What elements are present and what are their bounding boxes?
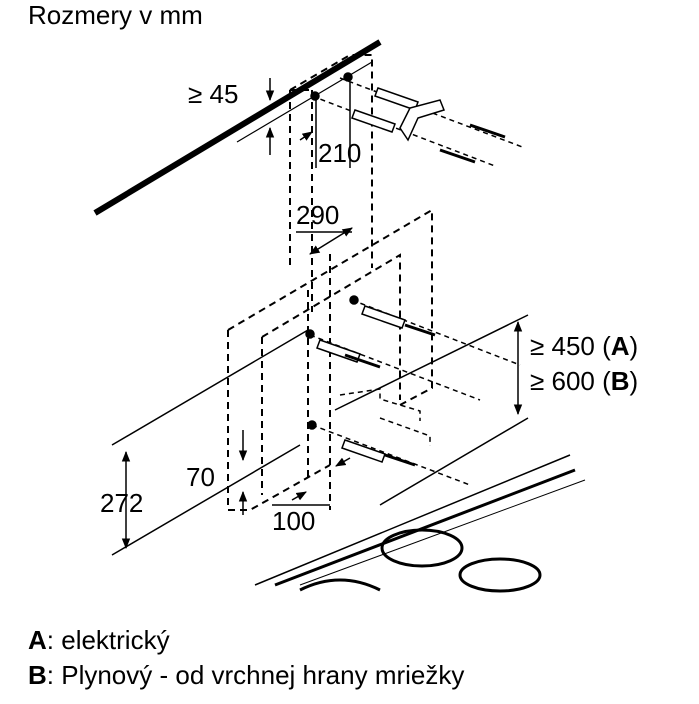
cooktop: [254, 454, 586, 593]
upper-bracket: [310, 72, 526, 167]
burner-ring: [380, 528, 464, 568]
label-clearance-a: ≥ 450 (A): [530, 331, 638, 361]
legend-key-a: A: [28, 625, 47, 655]
burner-ring: [458, 557, 542, 593]
chimney-duct: [289, 54, 373, 510]
legend-text-a: : elektrický: [46, 625, 170, 655]
lower-bracket: [307, 417, 471, 486]
dim-bracket-spacing: [299, 82, 351, 168]
ceiling: [93, 39, 382, 216]
diagram-title: Rozmery v mm: [28, 0, 203, 30]
dim-duct-width: [296, 227, 353, 255]
label-hood-height: 272: [100, 488, 143, 518]
hood-outline: [227, 208, 433, 511]
label-clearance-b: ≥ 600 (B): [530, 366, 638, 396]
middle-bracket: [305, 295, 521, 421]
legend-text-b: : Plynový - od vrchnej hrany mriežky: [46, 660, 465, 690]
dim-bottom-offset: [272, 457, 351, 506]
legend-key-b: B: [28, 660, 47, 690]
legend-item-a: A: elektrický: [28, 625, 170, 655]
label-bottom-offset: 100: [272, 506, 315, 536]
legend-item-b: B: Plynový - od vrchnej hrany mriežky: [28, 660, 464, 690]
label-duct-width: 290: [296, 200, 339, 230]
dim-hob-clearance: [334, 314, 529, 506]
label-screw-offset: 70: [186, 462, 215, 492]
label-ceiling-clearance: ≥ 45: [188, 79, 238, 109]
dim-hood-height: [111, 329, 309, 556]
label-bracket-spacing: 210: [318, 138, 361, 168]
